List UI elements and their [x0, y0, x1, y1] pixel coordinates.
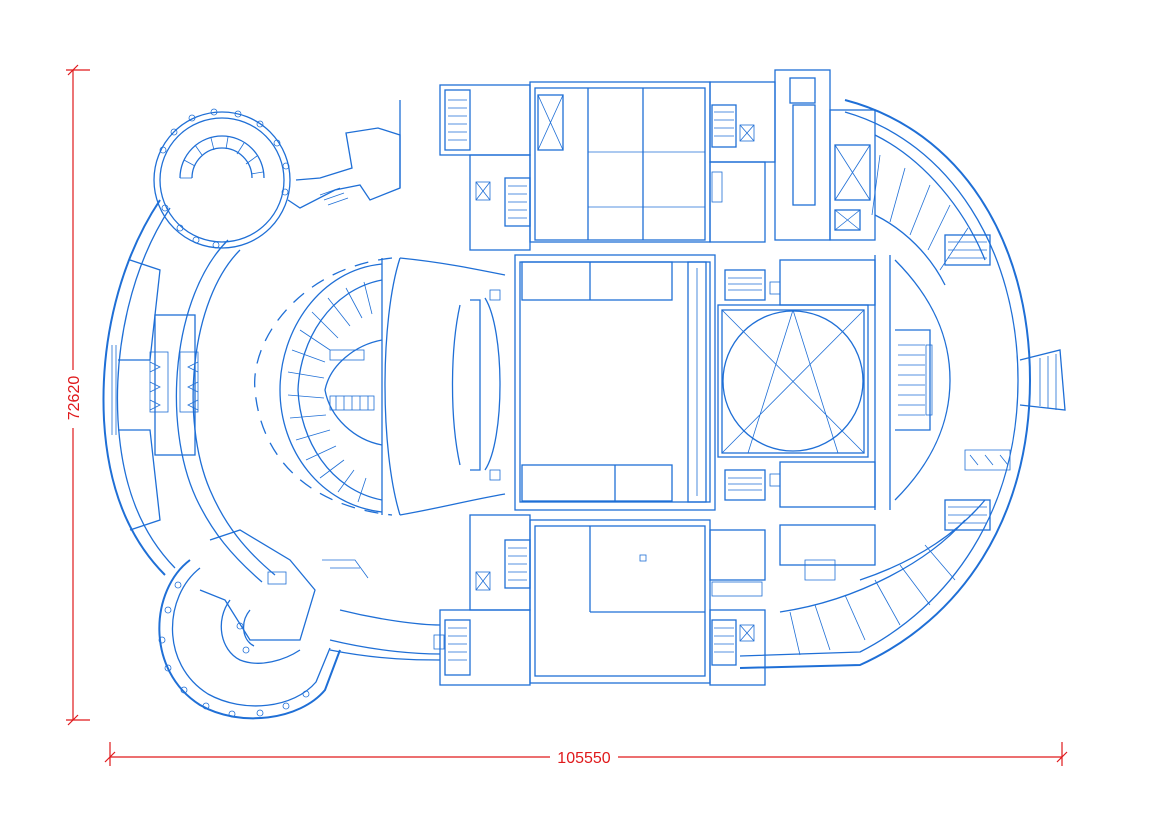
height-label-mask — [64, 370, 82, 428]
bottom-left-tower — [158, 529, 369, 720]
top-left-stair-tower — [153, 108, 291, 249]
east-curved-wing — [739, 99, 1066, 669]
width-label-mask — [550, 748, 618, 766]
west-lobby — [149, 314, 199, 456]
west-service-column — [433, 84, 531, 686]
width-dimension-label: 105550 — [557, 750, 610, 767]
plan-linework — [102, 69, 1066, 720]
east-service-column — [709, 69, 876, 686]
height-dimension-label: 72620 — [66, 376, 83, 421]
dimension-lines — [66, 64, 1068, 766]
central-block — [514, 81, 891, 684]
auditorium — [254, 257, 506, 516]
